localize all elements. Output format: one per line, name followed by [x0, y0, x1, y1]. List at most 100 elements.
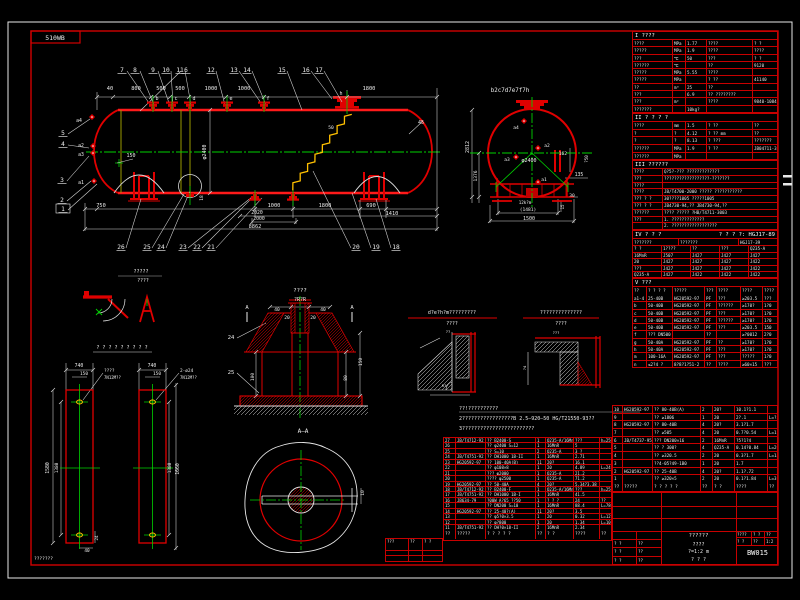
dim-label: 20 — [284, 315, 290, 321]
section-marker: A — [245, 305, 249, 311]
balloon-leader — [67, 183, 98, 211]
cell: ?? — [701, 482, 713, 491]
cell — [768, 421, 777, 428]
cell — [753, 84, 777, 90]
cell: ?????? — [717, 302, 741, 309]
cell: HG20592-97 — [673, 302, 705, 309]
cell: ?? — [707, 61, 753, 69]
cell: ???? — [633, 40, 673, 47]
divider — [736, 545, 777, 546]
dim-tick — [476, 194, 482, 200]
cell — [686, 152, 707, 159]
cell: 1.34 — [574, 519, 600, 524]
cell: ??? — [633, 91, 673, 98]
hole-note: 7N12M?? — [104, 375, 121, 380]
cell: ? ? — [752, 531, 765, 537]
table-header: ???????? ? ? ? ???? ??????? — [613, 482, 777, 491]
cell: 14 — [444, 508, 456, 514]
table-header: ?????? ? — [386, 539, 442, 545]
cell: 0.3?1.7 — [735, 452, 768, 459]
cell: 16MnR — [633, 252, 662, 258]
cell: 1?0 — [764, 317, 772, 323]
cell: 20 — [633, 259, 662, 265]
cell: J427 — [720, 265, 749, 271]
cell: MPa — [673, 40, 686, 47]
cell: ?? — [638, 549, 644, 555]
cell: 0.14?0.84 — [735, 444, 768, 452]
cell: ?? φ2400 S=12 — [486, 443, 536, 448]
cell: L=241 — [601, 465, 611, 470]
cell: Q235-A — [546, 470, 574, 475]
cell: HG20592-97 — [673, 338, 705, 346]
balloon-number: 7 — [120, 67, 124, 74]
cell: ? ? — [613, 548, 637, 557]
dim-label: φ2400 — [521, 158, 536, 164]
cell: ??? DN200×16 — [653, 436, 701, 444]
cell: HG20592-97 — [623, 467, 653, 475]
cell: JB/T4751-92 — [456, 454, 486, 459]
cell: 1???? — [662, 246, 691, 252]
detail-title: d?e?h?m????????? — [428, 310, 476, 316]
nozzle-letter: a2 — [78, 143, 84, 149]
cell: 4 — [701, 444, 713, 452]
cell: 1.5 — [686, 122, 707, 129]
cell: HG20592-97 — [623, 421, 653, 429]
dim-label: 1000 — [268, 203, 281, 209]
cell: 4 — [613, 452, 623, 459]
cell: 1 — [701, 459, 713, 467]
dim-tick — [469, 194, 475, 200]
table-row: ??? ? ?30????1005 ?????1005 — [633, 196, 777, 203]
dim-label: 100 — [250, 373, 256, 382]
cell: ???? ????? ?HB/T4711-3003 — [664, 209, 728, 215]
dim-label: 1800 — [363, 86, 376, 92]
dim-label: 740 — [148, 363, 157, 369]
cell: ? ? — [713, 482, 735, 491]
cell: PF — [705, 346, 717, 353]
cell: ?? — [638, 558, 644, 564]
table-row: ?????????? ????? ?HB/T4711-3003 — [633, 209, 777, 217]
table-title: V ??? — [633, 279, 777, 287]
cell — [623, 413, 653, 421]
cell: Q?5?-??? ????????????? — [664, 169, 720, 174]
balloon-number: 14 — [243, 67, 251, 74]
cell: PF — [705, 353, 717, 360]
cell — [673, 331, 705, 338]
cell: 1 — [536, 514, 546, 519]
table-row — [386, 556, 442, 561]
dim-tick — [186, 94, 192, 100]
cell — [600, 454, 611, 458]
cell: ?? ? 300? — [653, 444, 701, 452]
cell: 10 — [613, 406, 623, 413]
cell: MPa — [673, 69, 686, 76]
cell: L=12? — [601, 514, 611, 519]
cell: 21.2 — [574, 470, 600, 475]
balloon-number: 26 — [117, 244, 125, 251]
dim-tick — [288, 304, 294, 310]
cell: 71.2 — [574, 476, 600, 481]
dim-label: 135 — [575, 172, 584, 178]
cell: ???? — [754, 48, 765, 54]
cell — [600, 443, 611, 447]
cell: ? ? — [424, 539, 432, 544]
cell: 12 — [444, 519, 456, 524]
dim-label: 24 — [94, 535, 99, 541]
dim-tick — [434, 226, 440, 232]
cell: ?????? — [633, 209, 663, 216]
balloon-leader — [375, 198, 392, 249]
divider — [613, 506, 777, 507]
cell — [768, 468, 777, 475]
table-row — [613, 531, 661, 540]
table-row: ???????10kg? — [633, 105, 777, 112]
cell: ?? — [705, 331, 717, 338]
dim-tick — [571, 218, 577, 224]
mini-grid: ????? ???? ???1:2 — [736, 531, 777, 545]
